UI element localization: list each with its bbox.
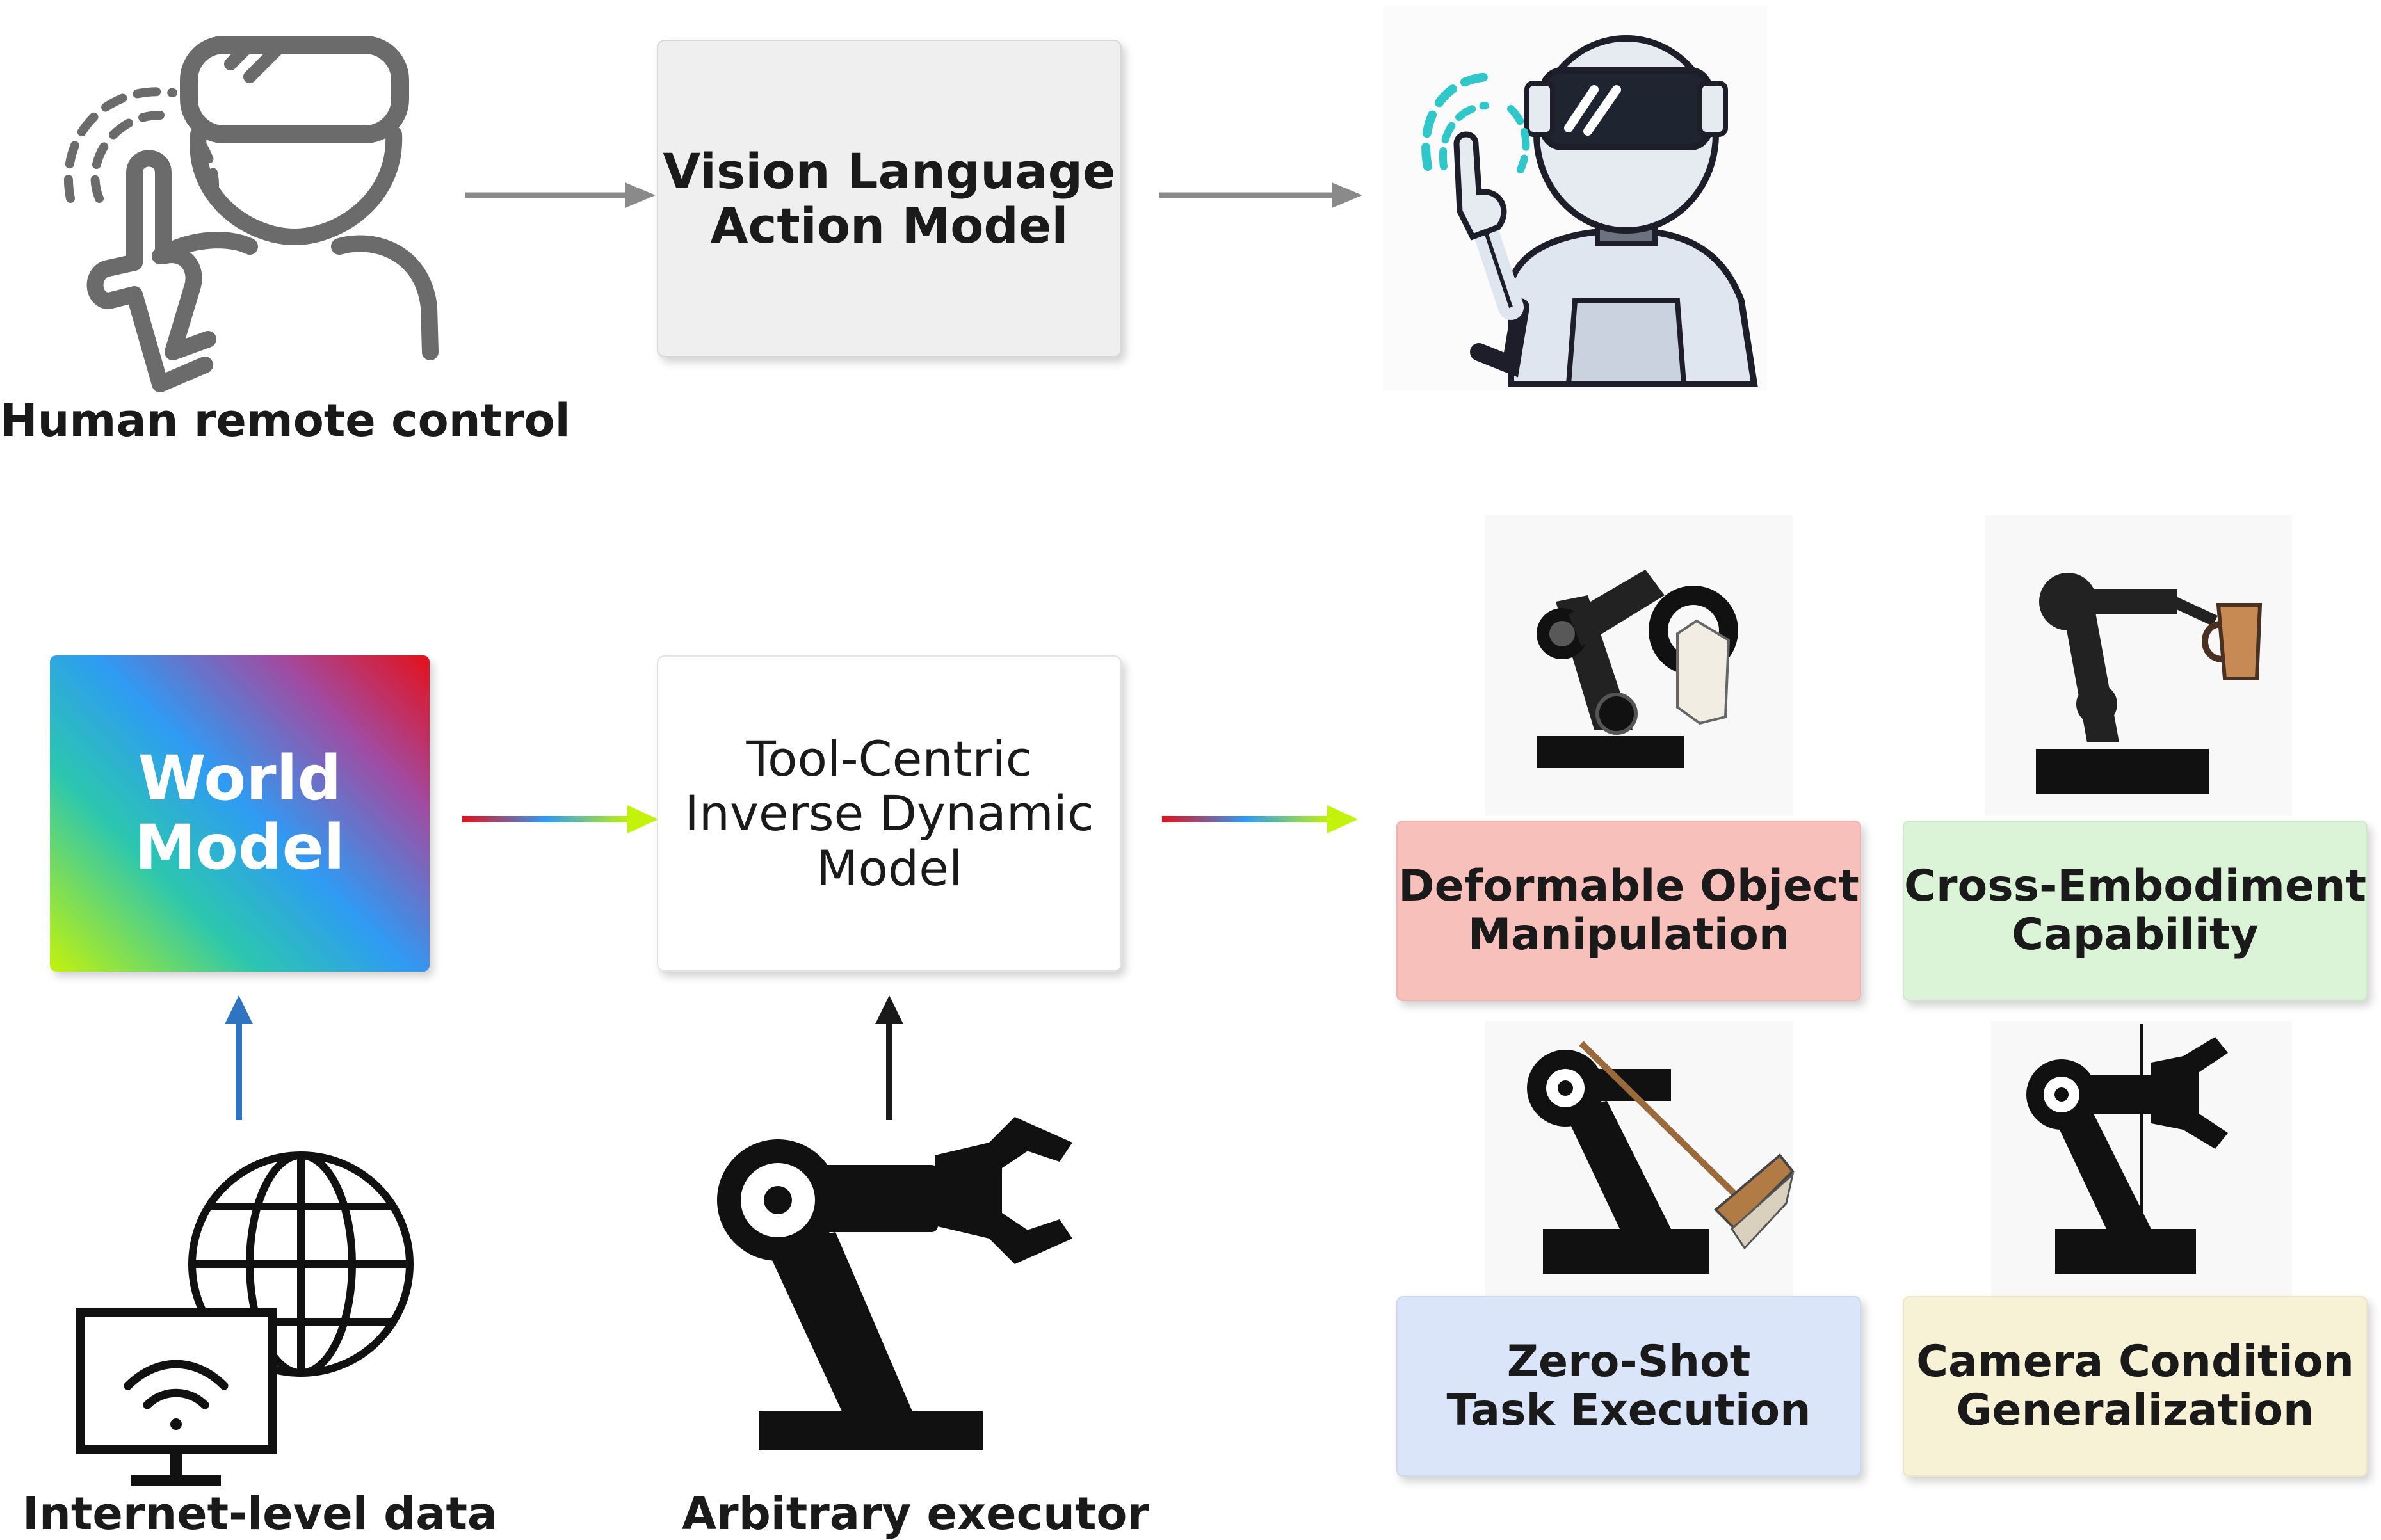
vr-human-icon [63, 36, 439, 392]
arrow-idm-to-capabilities [1162, 805, 1358, 833]
cap3-line2: Task Execution [1446, 1385, 1811, 1436]
arrow-wm-to-idm [462, 805, 658, 833]
idm-line1: Tool-Centric [746, 730, 1033, 788]
robot-arm-icon [717, 1117, 1072, 1450]
vla-line1: Vision Language [663, 142, 1116, 200]
robot-arm-cup-icon [2036, 573, 2263, 794]
capability-camera-condition: Camera Condition Generalization [1903, 1296, 2368, 1477]
cap3-line1: Zero-Shot [1506, 1336, 1751, 1387]
vr-robot-icon [1421, 35, 1758, 387]
cap2-line2: Capability [2012, 910, 2259, 960]
idm-line3: Model [816, 839, 963, 897]
cap1-line1: Deformable Object [1398, 860, 1859, 911]
vla-line2: Action Model [710, 197, 1069, 254]
robot-arm-broom-icon [1527, 1041, 1795, 1274]
executor-label: Arbitrary executor [682, 1488, 1150, 1540]
cap4-line1: Camera Condition [1916, 1336, 2354, 1387]
cap1-line2: Manipulation [1467, 910, 1790, 960]
arrow-vla-to-robot [1159, 182, 1362, 208]
capability-cross-embodiment: Cross-Embodiment Capability [1903, 821, 2368, 1001]
world-model-line2: Model [134, 812, 345, 883]
idm-line2: Inverse Dynamic [684, 785, 1094, 842]
arrow-internet-to-wm [225, 995, 253, 1120]
idm-box: Tool-Centric Inverse Dynamic Model [657, 655, 1122, 972]
internet-label: Internet-level data [22, 1488, 498, 1540]
cap2-line1: Cross-Embodiment [1904, 860, 2366, 911]
cap4-line2: Generalization [1956, 1385, 2314, 1436]
capability-deformable: Deformable Object Manipulation [1396, 821, 1861, 1001]
human-label: Human remote control [0, 394, 570, 447]
monitor-wifi-icon [76, 1308, 277, 1486]
world-model-line1: World [138, 742, 342, 815]
world-model-box: World Model [50, 655, 430, 972]
capability-zero-shot: Zero-Shot Task Execution [1396, 1296, 1861, 1477]
vla-model-box: Vision Language Action Model [657, 40, 1122, 357]
arrow-executor-to-idm [875, 995, 903, 1120]
robot-arm-towel-icon [1537, 570, 1738, 768]
globe-icon [188, 1151, 414, 1377]
arrow-human-to-vla [465, 182, 656, 208]
robot-arm-gripper-icon [2026, 1024, 2228, 1274]
